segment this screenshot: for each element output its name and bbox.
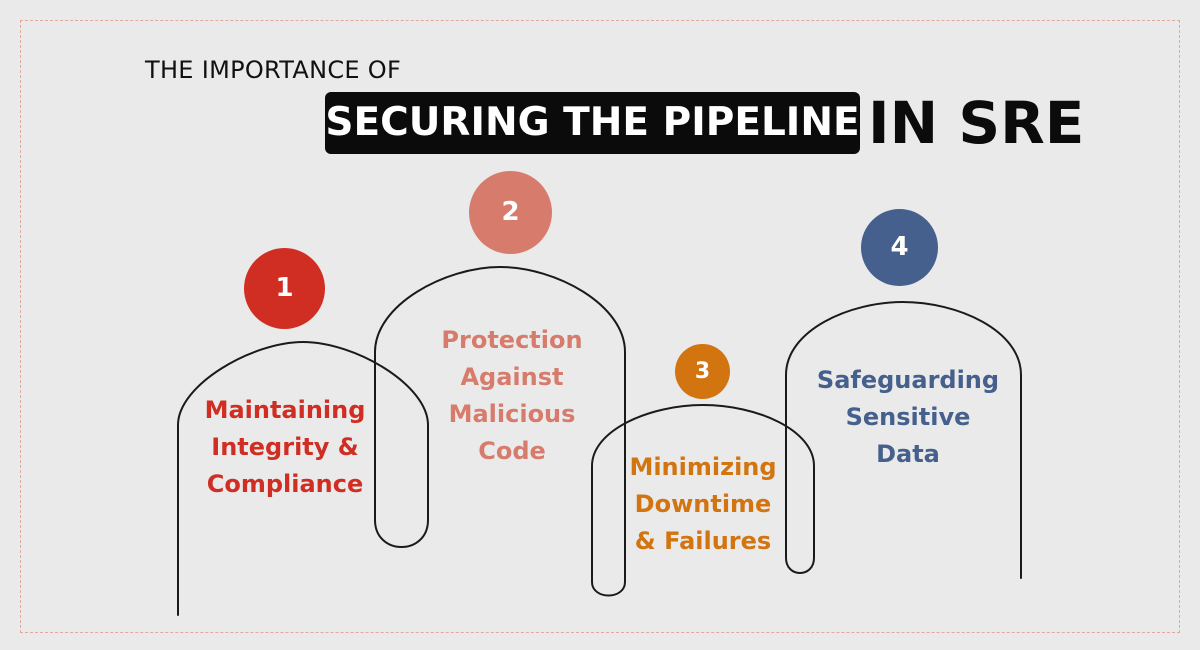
step-3-label-line: Minimizing [629, 453, 777, 481]
step-4-label-line: Safeguarding [816, 366, 1000, 394]
step-1-number: 1 [275, 273, 294, 303]
title-kicker: THE IMPORTANCE OF [145, 56, 402, 84]
arch-4 [785, 300, 1022, 579]
step-2-label-line: Against [460, 363, 564, 391]
step-1-badge: 1 [244, 248, 325, 329]
arch-2 [374, 265, 626, 597]
step-1-label: Maintaining Integrity & Compliance [185, 392, 385, 503]
step-4-label-line: Data [876, 440, 940, 468]
step-1-label-line: Maintaining [204, 396, 366, 424]
step-1-label-line: Integrity & [211, 433, 359, 461]
step-4-badge: 4 [861, 209, 938, 286]
step-4-label: Safeguarding Sensitive Data [800, 362, 1016, 473]
step-2-label: Protection Against Malicious Code [420, 322, 604, 470]
title-tail: IN SRE [868, 89, 1085, 157]
step-4-number: 4 [890, 232, 909, 262]
step-2-label-line: Malicious [448, 400, 576, 428]
step-3-badge: 3 [675, 344, 730, 399]
title-highlight-box: SECURING THE PIPELINE [325, 92, 860, 154]
step-3-label-line: Downtime [634, 490, 772, 518]
step-1-label-line: Compliance [206, 470, 364, 498]
step-2-number: 2 [501, 197, 520, 227]
step-2-label-line: Code [478, 437, 546, 465]
step-2-badge: 2 [469, 171, 552, 254]
step-3-number: 3 [694, 359, 711, 384]
arch-3 [591, 403, 815, 583]
title-highlight-text: SECURING THE PIPELINE [325, 100, 860, 145]
step-2-label-line: Protection [441, 326, 583, 354]
step-3-label: Minimizing Downtime & Failures [610, 449, 796, 560]
step-4-label-line: Sensitive [845, 403, 971, 431]
step-3-label-line: & Failures [634, 527, 772, 555]
dashed-frame [20, 20, 1180, 633]
